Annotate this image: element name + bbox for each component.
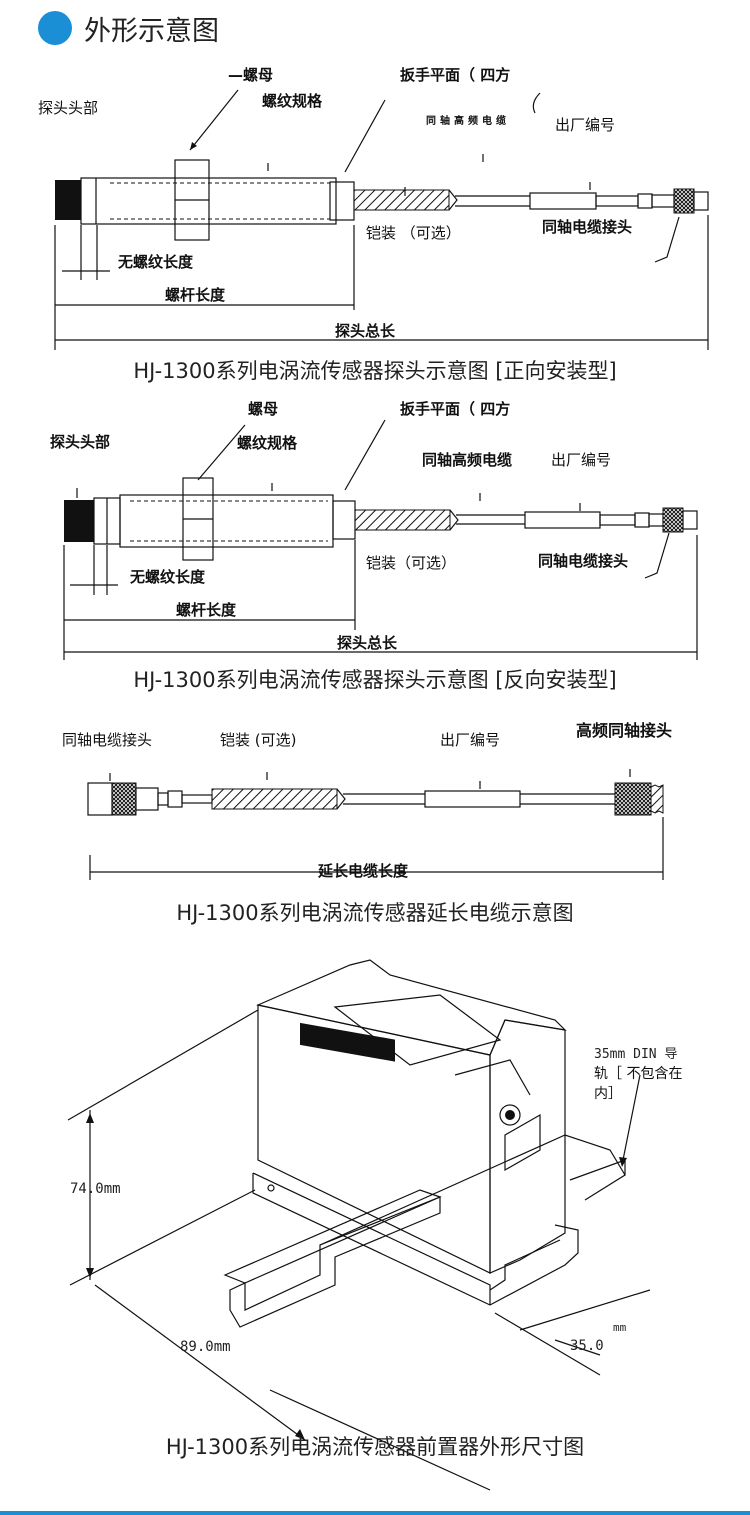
probe-head — [55, 180, 81, 220]
label-probe-head: 探头头部 — [50, 433, 110, 451]
label-din-line1: 35mm DIN 导 — [594, 1047, 677, 1062]
label-probe-head: 探头头部 — [38, 99, 98, 117]
hf-connector-shape — [614, 782, 652, 816]
label-height: 74.0mm — [70, 1181, 121, 1197]
label-coax-connector: 同轴电缆接头 — [542, 218, 632, 236]
armor-shape — [354, 509, 451, 531]
label-nut: —螺母 — [228, 66, 273, 84]
caption-preamp: HJ-1300系列电涡流传感器前置器外形尺寸图 — [166, 1435, 584, 1459]
section-header: 外形示意图 — [38, 8, 219, 48]
label-serial-no: 出厂编号 — [551, 451, 611, 469]
label-width: 89.0mm — [180, 1339, 231, 1355]
caption-reverse: HJ-1300系列电涡流传感器探头示意图 [反向安装型] — [133, 668, 616, 692]
label-serial-no: 出厂编号 — [555, 116, 615, 134]
section-title: 外形示意图 — [84, 15, 219, 47]
bullet-icon — [38, 11, 72, 45]
label-unthreaded-len: 无螺纹长度 — [117, 253, 194, 271]
label-total-len: 探头总长 — [335, 322, 396, 340]
label-coax-connector: 同轴电缆接头 — [538, 552, 628, 570]
label-armor: 铠装 (可选) — [220, 731, 296, 749]
coax-connector-shape — [673, 188, 695, 214]
label-thread-spec: 螺纹规格 — [237, 434, 298, 452]
label-screw-len: 螺杆长度 — [176, 601, 237, 619]
label-total-len: 探头总长 — [337, 634, 398, 652]
label-unthreaded-len: 无螺纹长度 — [129, 568, 206, 586]
screw-body — [119, 494, 334, 548]
label-length: 延长电缆长度 — [317, 862, 409, 880]
label-serial-no: 出厂编号 — [440, 731, 500, 749]
caption-extension: HJ-1300系列电涡流传感器延长电缆示意图 — [176, 901, 573, 925]
probe-head — [64, 500, 94, 542]
armor-shape — [353, 189, 450, 211]
label-wrench-flat: 扳手平面（ 四方 — [400, 400, 510, 418]
wrench-flat — [332, 500, 356, 540]
label-thread-spec: 螺纹规格 — [262, 92, 323, 110]
label-coax-cable: 同轴高频电缆 — [422, 451, 512, 469]
label-din-line3: 内］ — [594, 1086, 622, 1102]
probe-forward-diagram: 探头头部 —螺母 螺纹规格 扳手平面（ 四方 同轴高频电缆 出厂编号 铠装 （可… — [38, 66, 709, 383]
preamp-diagram: 35mm DIN 导 轨［ 不包含在 内］ 74.0mm 89.0mm 35.0… — [67, 959, 682, 1491]
armor-shape — [211, 788, 338, 810]
label-armor: 铠装 （可选） — [366, 224, 461, 242]
bottom-divider — [0, 1511, 750, 1515]
extension-cable-diagram: 同轴电缆接头 铠装 (可选) 出厂编号 高频同轴接头 延长电缆长度 HJ-130… — [62, 721, 672, 925]
wrench-flat — [329, 181, 355, 221]
label-depth: 35.0 — [570, 1338, 604, 1354]
label-din-line2: 轨［ 不包含在 — [594, 1066, 682, 1082]
din-rail — [223, 1189, 442, 1284]
coax-connector-shape — [662, 507, 684, 533]
caption-forward: HJ-1300系列电涡流传感器探头示意图 [正向安装型] — [133, 359, 616, 383]
adjust-knob — [499, 1104, 521, 1126]
label-screw-len: 螺杆长度 — [165, 286, 226, 304]
label-depth-unit: mm — [613, 1321, 627, 1334]
label-wrench-flat: 扳手平面（ 四方 — [400, 66, 510, 84]
label-coax-cable: 同轴高频电缆 — [426, 114, 510, 127]
label-armor: 铠装（可选） — [366, 554, 456, 572]
base-bracket — [252, 1173, 579, 1306]
label-coax-connector: 同轴电缆接头 — [62, 731, 152, 749]
label-nut: 螺母 — [248, 400, 278, 418]
coax-connector-shape — [111, 782, 137, 816]
probe-reverse-diagram: 探头头部 螺母 螺纹规格 扳手平面（ 四方 同轴高频电缆 出厂编号 铠装（可选）… — [50, 400, 698, 692]
label-hf-connector: 高频同轴接头 — [576, 721, 672, 740]
